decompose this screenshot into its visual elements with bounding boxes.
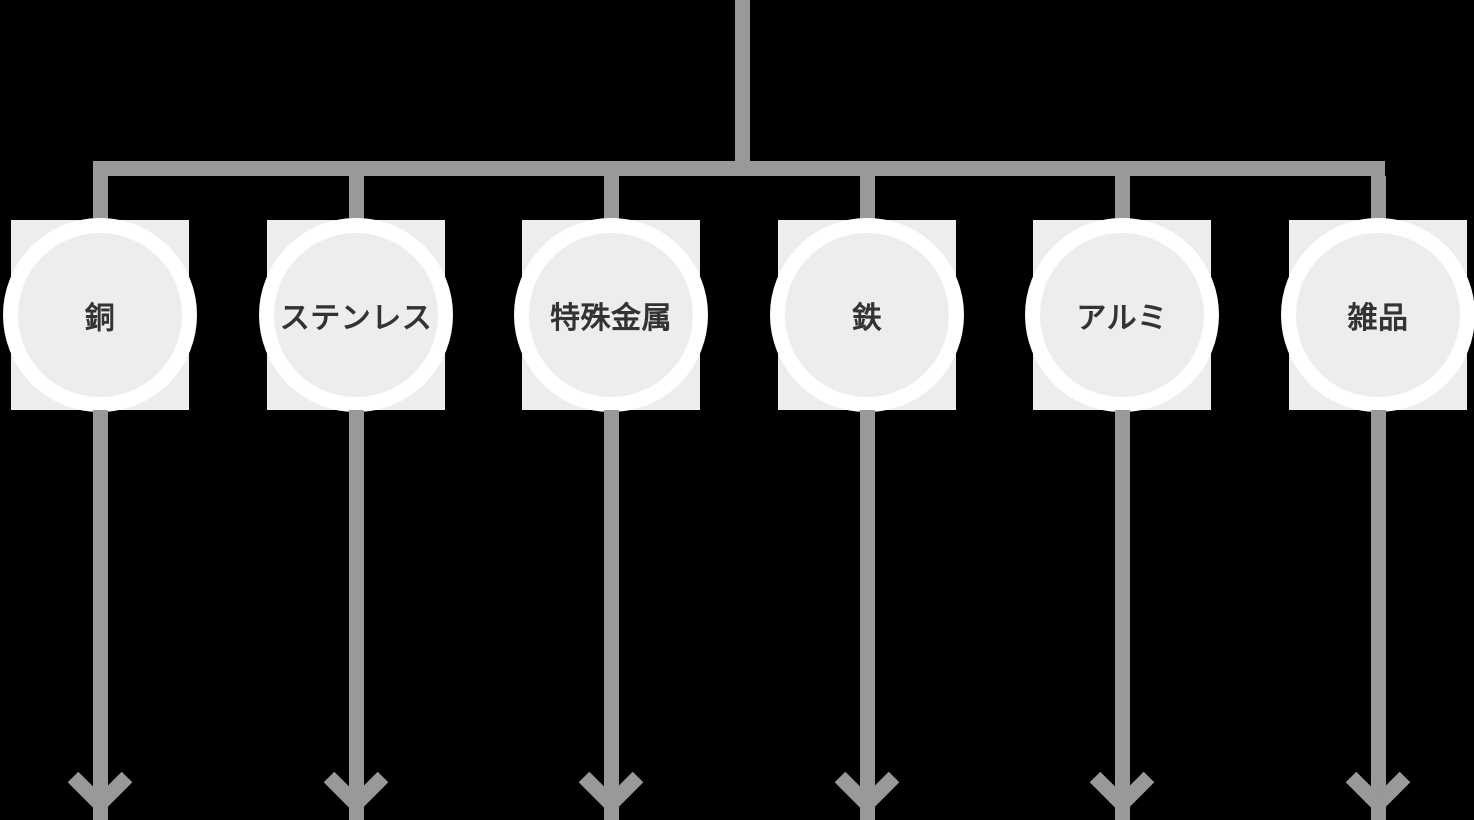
arrow-down-icon: [1089, 771, 1155, 815]
category-label: 銅: [84, 301, 116, 336]
category-column-misc: 雑品: [1281, 176, 1474, 820]
category-label: 雑品: [1347, 301, 1409, 336]
trunk-connector-line: [735, 0, 750, 176]
category-column-special-metal: 特殊金属: [514, 176, 708, 820]
category-node: 銅: [3, 218, 197, 412]
arrow-down-icon: [67, 771, 133, 815]
category-label: 鉄: [851, 301, 883, 336]
arrow-line: [348, 410, 364, 820]
branch-line: [859, 176, 875, 222]
horizontal-connector-line: [93, 161, 1385, 176]
arrow-line: [92, 410, 108, 820]
branch-line: [1114, 176, 1130, 222]
arrow-line: [603, 410, 619, 820]
category-label: ステンレス: [279, 301, 433, 336]
category-node: アルミ: [1025, 218, 1219, 412]
category-column-aluminum: アルミ: [1025, 176, 1219, 820]
category-column-copper: 銅: [3, 176, 197, 820]
arrow-line: [1114, 410, 1130, 820]
branch-line: [603, 176, 619, 222]
category-column-stainless: ステンレス: [259, 176, 453, 820]
arrow-down-icon: [1345, 771, 1411, 815]
category-node: 雑品: [1281, 218, 1474, 412]
arrow-down-icon: [578, 771, 644, 815]
branch-line: [348, 176, 364, 222]
category-node: ステンレス: [259, 218, 453, 412]
arrow-down-icon: [323, 771, 389, 815]
branch-line: [1370, 176, 1386, 222]
category-label: アルミ: [1076, 301, 1168, 336]
category-label: 特殊金属: [550, 301, 672, 336]
arrow-line: [859, 410, 875, 820]
arrow-line: [1370, 410, 1386, 820]
category-node: 鉄: [770, 218, 964, 412]
category-column-iron: 鉄: [770, 176, 964, 820]
arrow-down-icon: [834, 771, 900, 815]
branch-line: [92, 176, 108, 222]
category-node: 特殊金属: [514, 218, 708, 412]
